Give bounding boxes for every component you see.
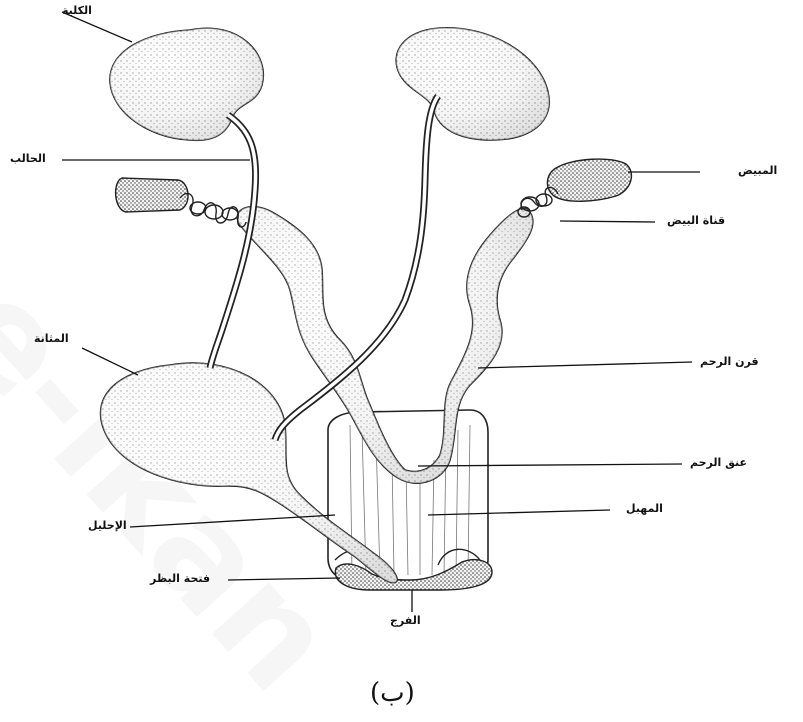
label-oviduct: قناة البيض [667, 214, 725, 227]
right-kidney [396, 28, 549, 140]
label-ovary: المبيض [738, 164, 777, 177]
label-urethra: الإحليل [88, 519, 127, 532]
label-uterine-horn: قرن الرحم [700, 355, 759, 368]
left-ovary [116, 178, 188, 212]
left-oviduct [180, 193, 246, 227]
left-ureter [210, 115, 256, 368]
figure-caption: (ب) [370, 678, 415, 708]
label-vestibule: فتحة البظر [150, 572, 210, 585]
label-ureter: الحالب [10, 152, 46, 165]
label-vulva: الفرج [390, 614, 421, 627]
vagina-tube [328, 410, 488, 582]
right-ovary [547, 159, 631, 201]
label-vagina: المهبل [626, 502, 663, 515]
label-kidney: الكلية [62, 4, 92, 17]
label-bladder: المثانة [34, 332, 69, 345]
label-cervix: عنق الرحم [690, 456, 747, 469]
